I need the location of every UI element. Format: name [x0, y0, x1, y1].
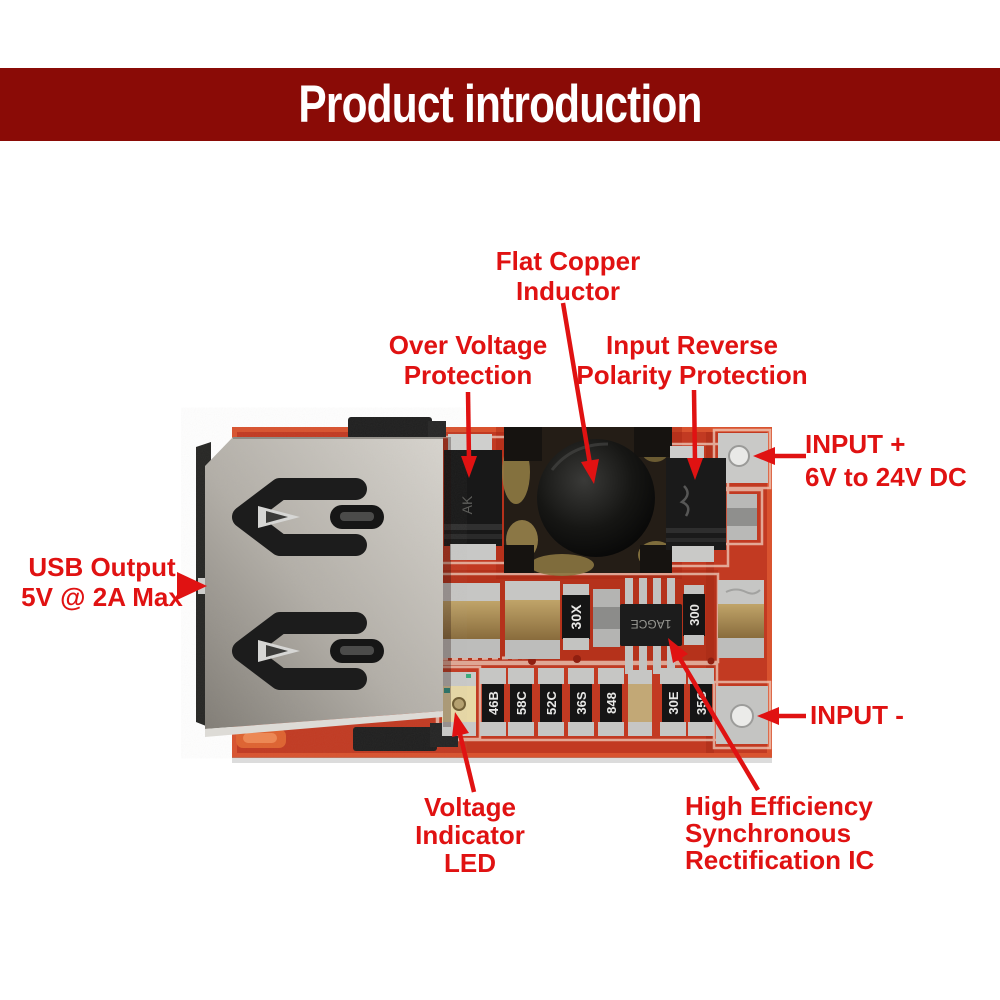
label-flat-copper-inductor: Flat Copper Inductor — [495, 246, 641, 306]
output-capacitor — [505, 581, 560, 659]
label-over-voltage-protection: Over Voltage Protection — [388, 330, 548, 390]
resistor-30x: 30X — [562, 584, 590, 650]
input-capacitor — [727, 494, 757, 540]
usb-connector — [196, 437, 451, 737]
svg-text:52C: 52C — [544, 690, 559, 714]
flat-copper-inductor — [502, 427, 674, 576]
label-usb-output: USB Output 5V @ 2A Max — [21, 552, 183, 612]
usb-housing-tab — [348, 417, 432, 439]
svg-text:30X: 30X — [568, 604, 584, 630]
label-input-minus: INPUT - — [810, 700, 904, 730]
svg-text:1AGCE: 1AGCE — [631, 617, 672, 631]
label-input-plus: INPUT + 6V to 24V DC — [805, 429, 967, 492]
shell-claw — [232, 612, 384, 690]
inductor-coil — [537, 439, 655, 557]
label-input-reverse-polarity: Input Reverse Polarity Protection — [576, 330, 808, 390]
shell-claw — [232, 478, 384, 556]
bottom-capacitor — [628, 670, 652, 736]
svg-text:30E: 30E — [666, 691, 681, 714]
svg-text:35C: 35C — [694, 690, 709, 714]
banner-title: Product introduction — [298, 75, 702, 134]
svg-text:AK: AK — [459, 495, 475, 514]
callout-arrowheads — [177, 447, 779, 737]
callout-lines — [456, 302, 806, 793]
output-capacitor — [443, 583, 500, 658]
label-sync-rectification-ic: High Efficiency Synchronous Rectificatio… — [685, 791, 875, 875]
over-voltage-diode: AK — [444, 434, 502, 560]
svg-text:58C: 58C — [514, 690, 529, 714]
svg-text:300: 300 — [687, 604, 702, 626]
svg-text:46B: 46B — [486, 691, 501, 715]
svg-text:848: 848 — [604, 692, 619, 714]
small-capacitor — [593, 589, 620, 647]
banner: Product introduction — [0, 68, 1000, 141]
svg-text:36S: 36S — [574, 691, 589, 714]
label-voltage-indicator-led: Voltage Indicator LED — [415, 792, 525, 878]
sync-rectification-ic: 1AGCE — [620, 578, 682, 674]
resistor-300: 300 — [683, 585, 705, 645]
usb-housing-tab — [353, 727, 437, 751]
input-capacitor — [718, 580, 764, 658]
usb-output-arrowhead — [177, 572, 207, 600]
